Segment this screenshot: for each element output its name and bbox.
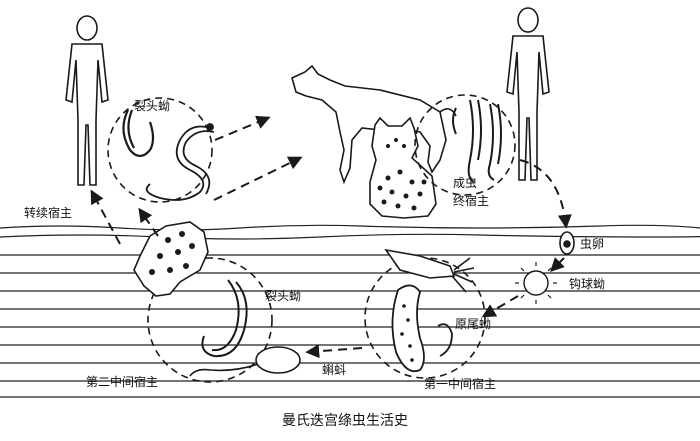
label-sparganum-mid: 裂头蚴	[265, 290, 301, 302]
label-sparganum-top: 裂头蚴	[134, 100, 170, 112]
coracidium-figure	[515, 262, 557, 304]
snake-drawing	[147, 124, 214, 200]
sparganum-snake-circle	[108, 98, 212, 202]
arrow-tadpole-to-frog	[308, 348, 362, 352]
label-first-intermediate-host: 第一中间宿主	[424, 378, 496, 390]
label-procercoid: 原尾蚴	[455, 318, 491, 330]
label-adult: 成虫	[453, 177, 477, 189]
label-coracidium: 钩球蚴	[569, 278, 605, 290]
copepod-figure	[386, 250, 474, 292]
sparganum-worm-drawing	[123, 110, 153, 156]
arrow-frog-to-paratenic	[92, 192, 120, 244]
human-left	[66, 16, 108, 185]
label-second-intermediate-host: 第二中间宿主	[86, 376, 158, 388]
label-paratenic-host: 转续宿主	[24, 207, 72, 219]
label-definitive-host: 终宿主	[453, 195, 489, 207]
label-egg: 虫卵	[580, 238, 604, 250]
procercoid-drawing	[392, 285, 452, 371]
arrow-coracidium-to-procercoid	[484, 296, 518, 316]
label-tadpole: 蝌蚪	[322, 364, 346, 376]
frog-figure	[134, 222, 208, 296]
diagram-title: 曼氏迭宫绦虫生活史	[282, 414, 408, 428]
arrow-adult-to-egg	[520, 160, 566, 226]
arrow-frog-to-dog	[214, 158, 300, 200]
water-lines	[0, 225, 700, 397]
arrow-snake-to-dog	[215, 118, 268, 140]
arrow-egg-to-coracidium	[552, 258, 564, 270]
adult-worm-drawing	[453, 100, 501, 182]
arrow-frog-to-snake	[140, 210, 158, 236]
egg-figure	[560, 232, 574, 254]
human-right	[507, 8, 549, 180]
